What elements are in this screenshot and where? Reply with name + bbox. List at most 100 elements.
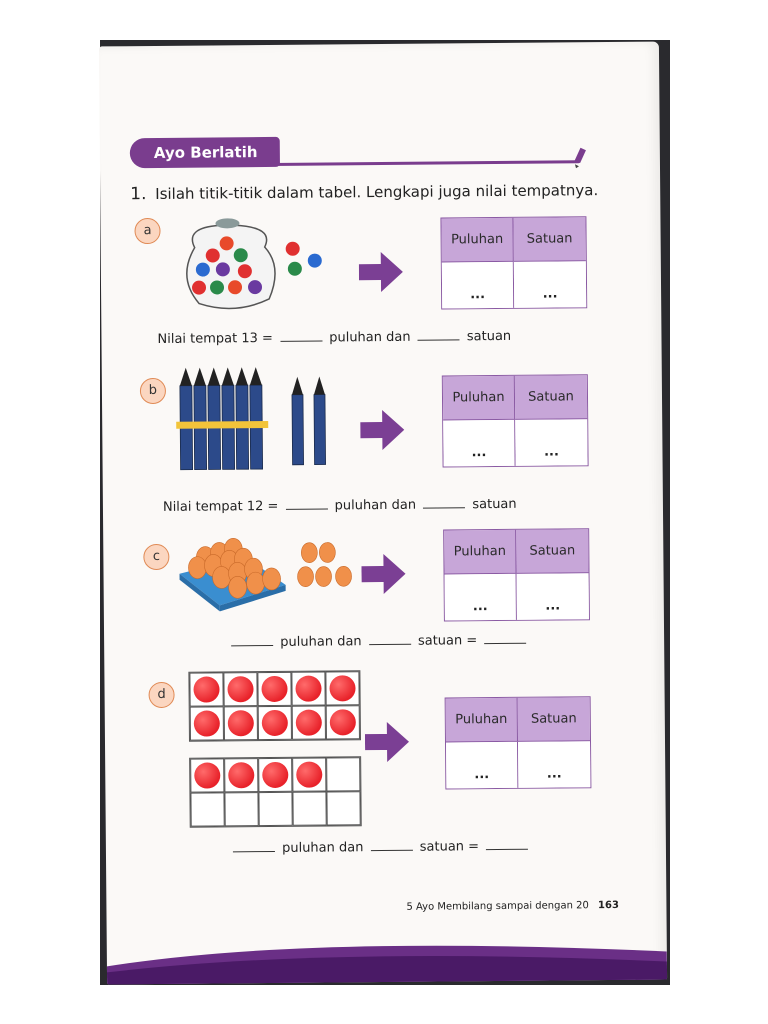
cell-satuan[interactable]: ... xyxy=(518,741,591,788)
frame-cell xyxy=(224,758,259,793)
frame-cell xyxy=(326,757,361,792)
blank-puluhan[interactable] xyxy=(231,634,274,647)
blank-satuan[interactable] xyxy=(370,839,413,852)
pencil-bundle-icon xyxy=(176,367,326,471)
frame-cell xyxy=(292,757,327,792)
banner-underline xyxy=(269,160,580,166)
place-value-table-d: Puluhan Satuan ... ... xyxy=(444,696,592,790)
sentence-mid: puluhan dan xyxy=(281,840,364,856)
sentence-mid: puluhan dan xyxy=(329,329,411,346)
sentence-prefix: Nilai tempat 12 = xyxy=(162,498,279,515)
cell-puluhan[interactable]: ... xyxy=(441,261,515,309)
red-counter-icon xyxy=(227,710,254,737)
header-puluhan: Puluhan xyxy=(444,529,517,575)
red-counter-icon xyxy=(295,709,322,736)
sentence-mid: puluhan dan xyxy=(334,497,417,514)
exercise-label-c: c xyxy=(143,543,170,571)
exercise-label-b: b xyxy=(139,377,167,405)
frame-cell xyxy=(291,705,326,740)
place-value-table-c: Puluhan Satuan ... ... xyxy=(443,528,590,622)
fill-sentence-a: Nilai tempat 13 = puluhan dan satuan xyxy=(157,329,511,347)
page-footer: 5 Ayo Membilang sampai dengan 20 163 xyxy=(406,900,619,913)
fill-sentence-b: Nilai tempat 12 = puluhan dan satuan xyxy=(163,497,517,515)
header-puluhan: Puluhan xyxy=(442,375,516,421)
red-counter-icon xyxy=(227,676,254,703)
header-satuan: Satuan xyxy=(517,697,590,742)
red-counter-icon xyxy=(262,761,289,789)
exercise-label-a: a xyxy=(134,217,161,245)
cell-satuan[interactable]: ... xyxy=(516,573,589,620)
fill-sentence-d: puluhan dan satuan = xyxy=(230,838,531,857)
sentence-suffix: satuan xyxy=(472,496,517,513)
cell-puluhan[interactable]: ... xyxy=(443,419,516,467)
blank-total[interactable] xyxy=(486,838,529,851)
section-banner: Ayo Berlatih xyxy=(129,136,280,169)
frame-cell xyxy=(224,792,259,827)
blank-puluhan[interactable] xyxy=(279,330,323,342)
header-puluhan: Puluhan xyxy=(445,697,519,743)
red-counter-icon xyxy=(193,676,220,703)
header-satuan: Satuan xyxy=(513,217,586,262)
frame-cell xyxy=(189,672,224,707)
instruction-text: Isilah titik-titik dalam tabel. Lengkapi… xyxy=(155,181,599,203)
cell-puluhan[interactable]: ... xyxy=(444,573,517,621)
frame-cell xyxy=(257,671,292,707)
sentence-mid: puluhan dan xyxy=(280,634,362,650)
frame-cell xyxy=(325,705,360,740)
cell-puluhan[interactable]: ... xyxy=(446,741,519,789)
frame-cell xyxy=(257,705,292,741)
blank-puluhan[interactable] xyxy=(285,498,328,510)
exercise-label-d: d xyxy=(148,681,175,709)
frame-cell xyxy=(291,671,326,706)
arrow-right-icon xyxy=(364,721,409,762)
arrow-right-icon xyxy=(360,410,405,451)
frame-cell xyxy=(190,758,225,793)
sentence-suffix: satuan xyxy=(466,328,512,345)
cell-satuan[interactable]: ... xyxy=(513,261,587,308)
red-counter-icon xyxy=(295,675,322,702)
marbles-bag-icon xyxy=(186,218,322,310)
sentence-suffix: satuan = xyxy=(419,839,480,855)
frame-cell xyxy=(223,706,258,741)
pencil-icon xyxy=(574,147,586,169)
blank-satuan[interactable] xyxy=(368,633,411,646)
instruction: 1. Isilah titik-titik dalam tabel. Lengk… xyxy=(130,180,598,204)
red-counter-icon xyxy=(193,710,220,737)
red-counter-icon xyxy=(329,675,356,702)
frame-cell xyxy=(189,706,224,741)
arrow-right-icon xyxy=(361,553,406,594)
blank-puluhan[interactable] xyxy=(232,840,275,853)
cell-satuan[interactable]: ... xyxy=(515,419,588,466)
blank-satuan[interactable] xyxy=(423,497,466,509)
question-number: 1. xyxy=(130,184,147,205)
sentence-prefix: Nilai tempat 13 = xyxy=(157,330,273,347)
frame-cell xyxy=(190,792,225,827)
header-puluhan: Puluhan xyxy=(441,217,514,263)
frame-cell xyxy=(292,791,327,826)
red-counter-icon xyxy=(194,762,221,789)
place-value-table-a: Puluhan Satuan ... ... xyxy=(440,216,588,310)
chapter-title: 5 Ayo Membilang sampai dengan 20 xyxy=(406,900,589,913)
frame-cell xyxy=(223,672,258,707)
red-counter-icon xyxy=(261,675,288,703)
blank-satuan[interactable] xyxy=(417,329,460,341)
fill-sentence-c: puluhan dan satuan = xyxy=(228,632,529,651)
egg-tray-icon xyxy=(179,538,352,612)
purple-swoosh-decoration xyxy=(106,945,668,985)
blank-total[interactable] xyxy=(484,632,527,645)
page-number: 163 xyxy=(597,899,619,912)
header-satuan: Satuan xyxy=(514,375,588,420)
textbook-page: Ayo Berlatih 1. Isilah titik-titik dalam… xyxy=(98,41,668,985)
red-counter-icon xyxy=(329,709,356,736)
red-counter-icon xyxy=(261,709,288,737)
ten-frame-partial xyxy=(189,756,362,828)
frame-cell xyxy=(258,791,293,827)
sentence-suffix: satuan = xyxy=(417,633,478,649)
red-counter-icon xyxy=(296,761,323,788)
red-counter-icon xyxy=(228,762,255,789)
header-satuan: Satuan xyxy=(516,529,589,574)
frame-cell xyxy=(258,757,293,793)
frame-cell xyxy=(326,791,361,826)
ten-frame-full xyxy=(188,670,361,742)
place-value-table-b: Puluhan Satuan ... ... xyxy=(441,374,589,468)
